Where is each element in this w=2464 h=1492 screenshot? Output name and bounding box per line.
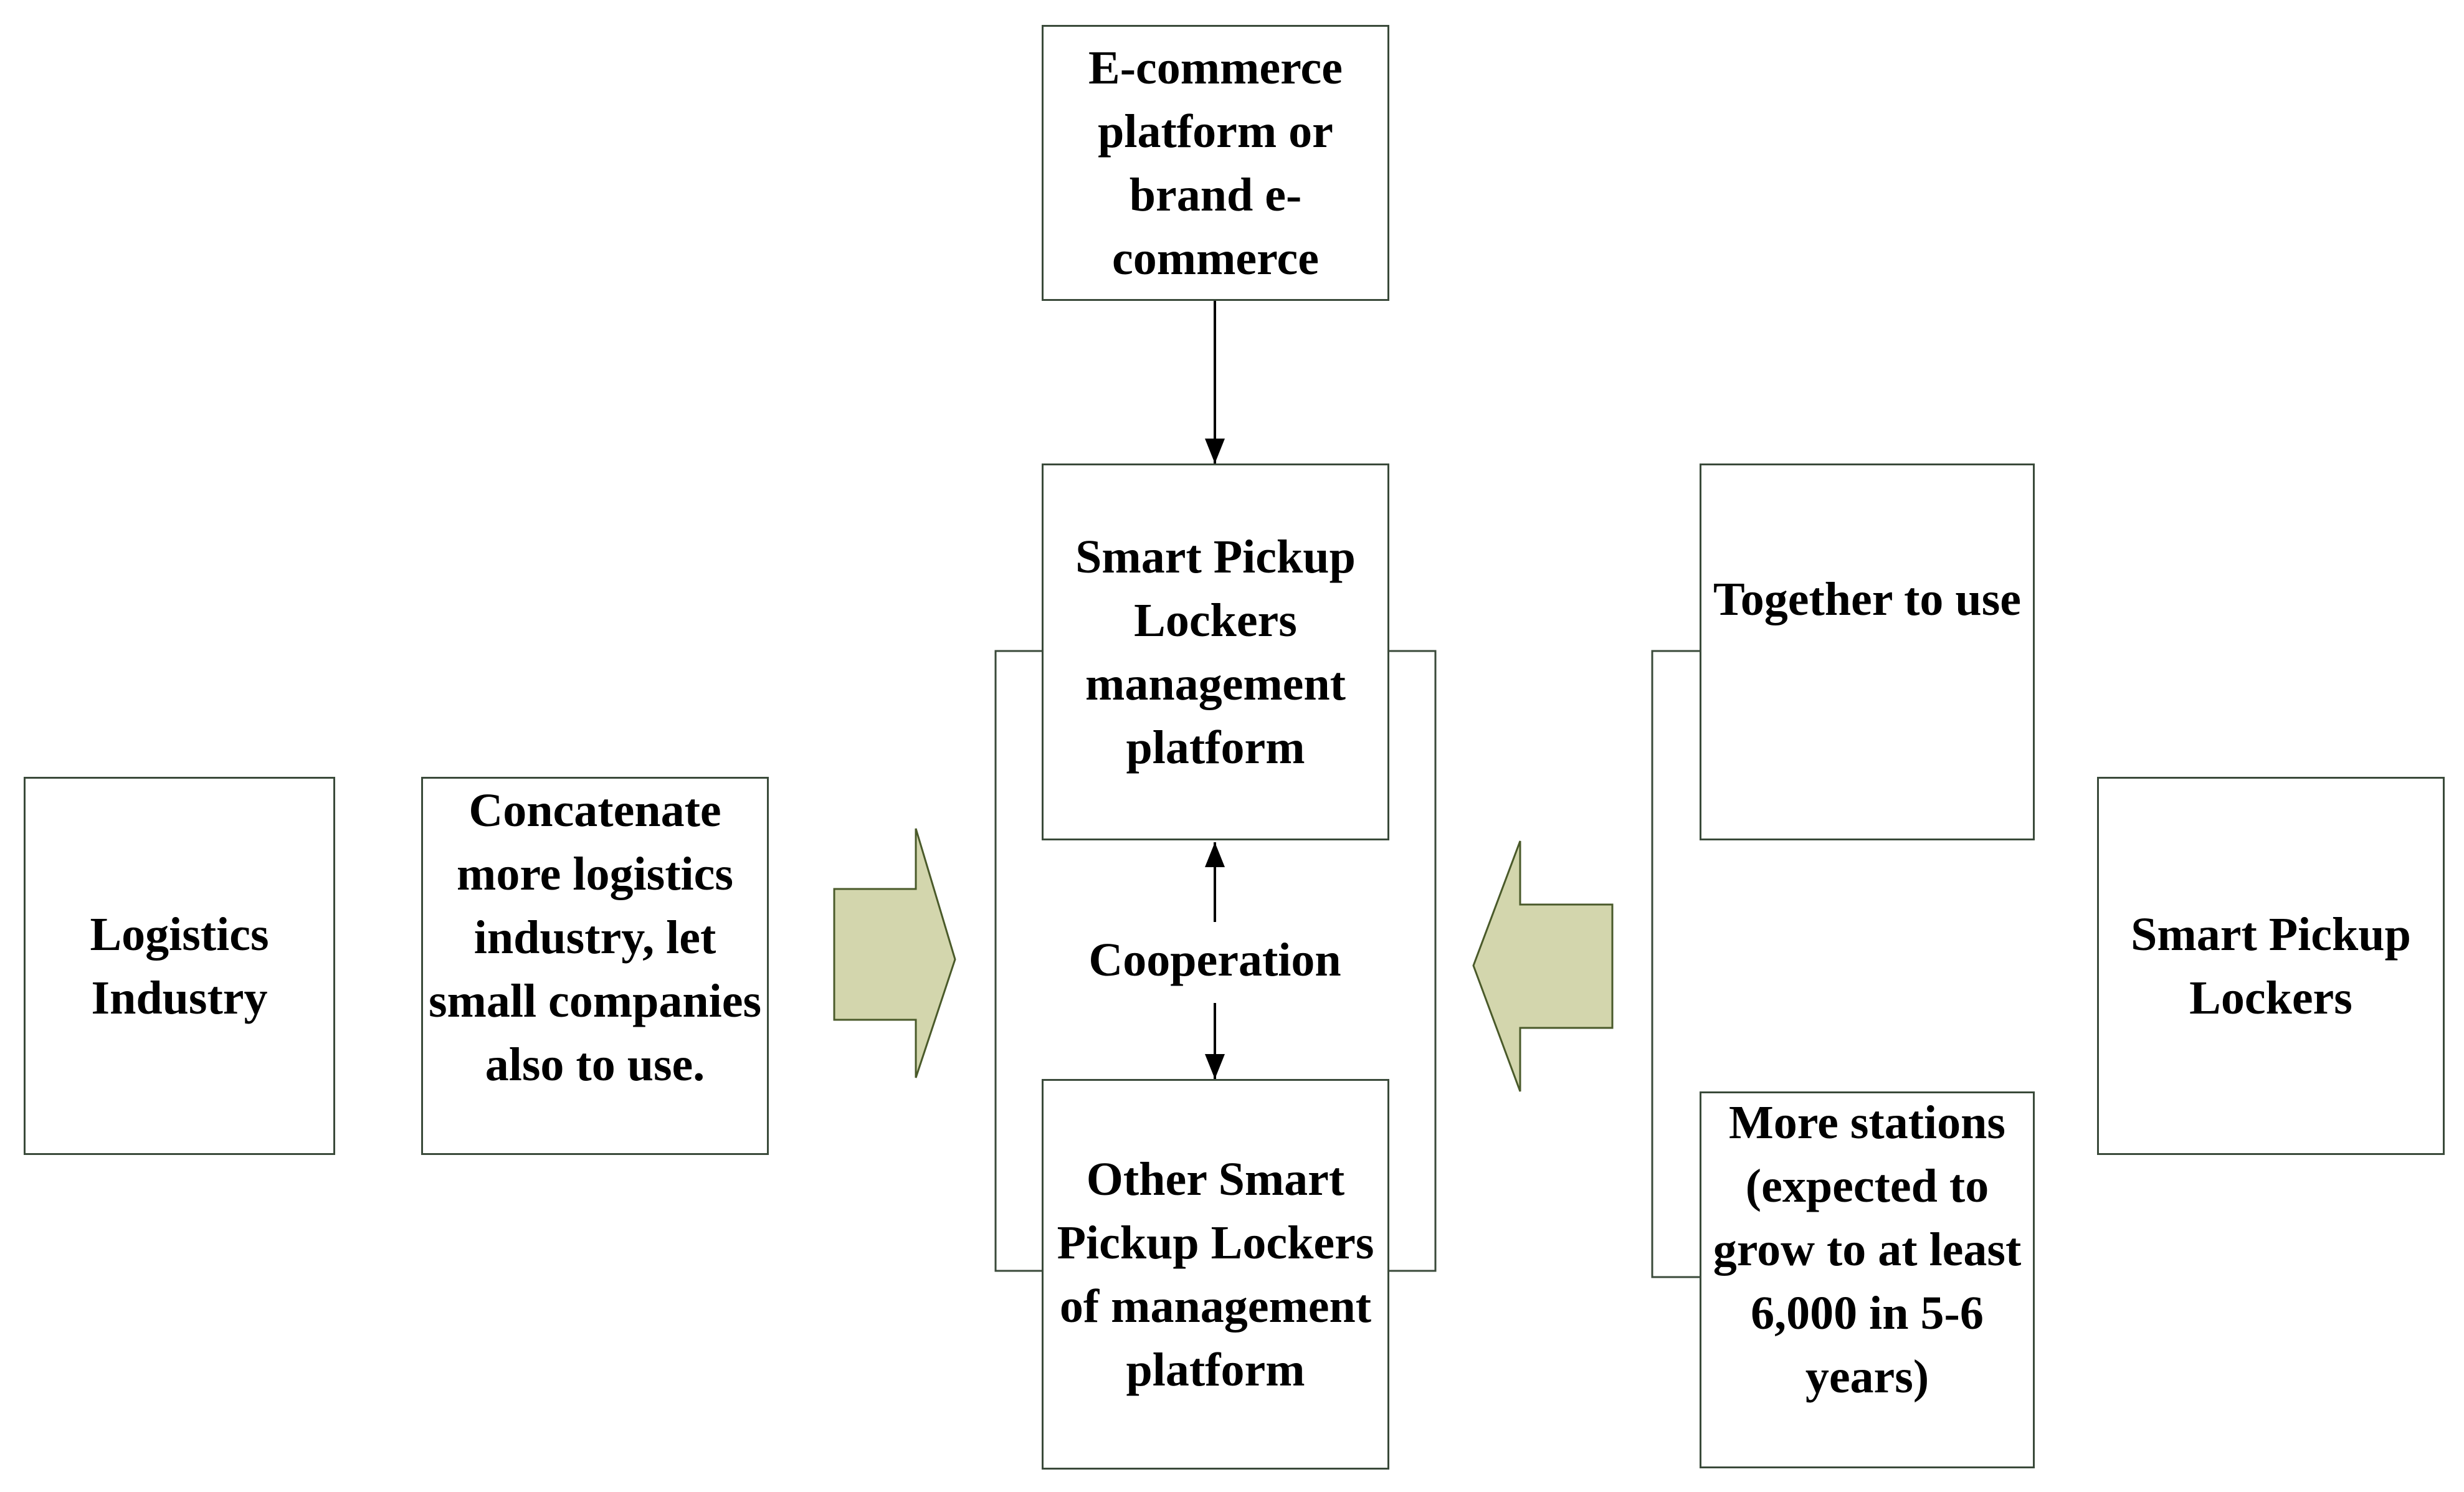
- concatenate-label: Concatenate more logistics industry, let…: [428, 784, 762, 1091]
- more-stations-label: More stations (expected to grow to at le…: [1713, 1096, 2022, 1403]
- cooperation-label: Cooperation: [1053, 928, 1377, 992]
- smart-lockers-node: Smart Pickup Lockers: [2097, 777, 2445, 1155]
- ecommerce-label: E-commerce platform or brand e-commerce: [1088, 41, 1343, 285]
- right-bracket-line: [1389, 650, 1437, 1272]
- other-platform-node: Other Smart Pickup Lockers of management…: [1042, 1079, 1389, 1470]
- left-bracket-line: [994, 650, 1042, 1272]
- block-arrow-left: [1472, 840, 1614, 1092]
- more-stations-node: More stations (expected to grow to at le…: [1700, 1091, 2035, 1468]
- smart-platform-label: Smart Pickup Lockers management platform: [1075, 530, 1356, 774]
- together-label: Together to use: [1713, 573, 2021, 625]
- together-node: Together to use: [1700, 463, 2035, 840]
- logistics-industry-node: Logistics Industry: [24, 777, 335, 1155]
- right-stack-bracket-line: [1651, 650, 1700, 1278]
- smart-lockers-label: Smart Pickup Lockers: [2131, 908, 2411, 1024]
- logistics-industry-label: Logistics Industry: [90, 908, 269, 1024]
- concatenate-node: Concatenate more logistics industry, let…: [421, 777, 769, 1155]
- ecommerce-node: E-commerce platform or brand e-commerce: [1042, 25, 1389, 301]
- other-platform-label: Other Smart Pickup Lockers of management…: [1057, 1152, 1374, 1396]
- block-arrow-right: [833, 828, 956, 1078]
- smart-platform-node: Smart Pickup Lockers management platform: [1042, 463, 1389, 840]
